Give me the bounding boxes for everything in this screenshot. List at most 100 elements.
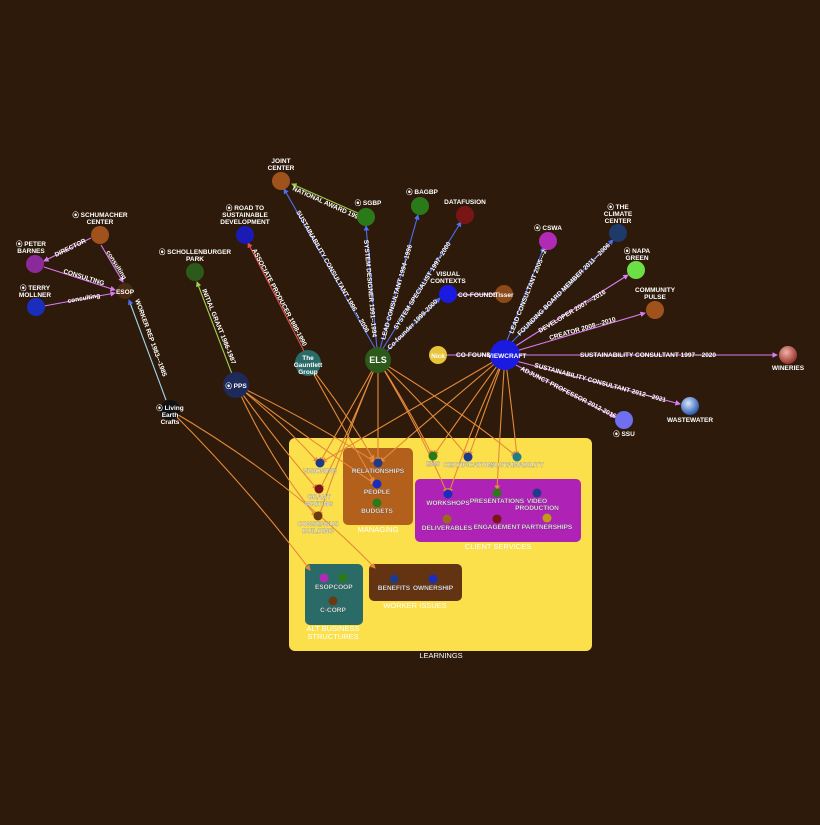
edge-viewcraft-workshops [447, 354, 506, 494]
label-consulting-vertical: consulting [104, 249, 127, 281]
label-sust-consultant-els: SUSTAINABILITY CONSULTANT 1996 --- 2006 [294, 210, 370, 335]
edge-pps-schollenburger [196, 281, 233, 375]
item-budgets[interactable]: BUDGETS [361, 498, 394, 516]
edge-gauntlett-road [247, 242, 306, 354]
edges-to-learnings [169, 354, 520, 571]
item-ownership[interactable]: OWNERSHIP [413, 574, 454, 593]
svg-text:BUDGETS: BUDGETS [361, 508, 393, 515]
edge-gauntlett-relationships [307, 363, 375, 461]
svg-text:VIDEO: VIDEO [527, 498, 547, 505]
edge-sgbp-joint-center [291, 183, 361, 215]
item-certification[interactable]: CERTIFICATION [443, 452, 493, 470]
item-presentations[interactable]: PRESENTATIONS [470, 488, 525, 506]
svg-text:BARNES: BARNES [17, 248, 45, 255]
item-ems[interactable]: EMS [426, 451, 441, 469]
svg-text:OWNERSHIP: OWNERSHIP [413, 585, 454, 592]
node-datafusion[interactable]: DATAFUSION [444, 199, 486, 224]
edges-relationships [43, 183, 778, 418]
edge-viewcraft-climate [509, 239, 614, 345]
item-benefits[interactable]: BENEFITS [378, 574, 411, 593]
node-sgbp[interactable]: ⦿ SGBP [355, 198, 382, 226]
item-coop[interactable]: COOP [333, 573, 353, 592]
node-bagbp[interactable]: ⦿ BAGBP [406, 187, 439, 215]
item-people[interactable]: PEOPLE [364, 479, 391, 497]
svg-text:⦿ PETER: ⦿ PETER [16, 239, 46, 248]
node-viewcraft[interactable]: VIEWCRAFT [488, 340, 527, 370]
svg-text:⦿ THE: ⦿ THE [607, 202, 629, 211]
svg-text:Earth: Earth [162, 412, 179, 419]
item-workshops[interactable]: WORKSHOPS [426, 489, 471, 508]
svg-text:SUSTAINABILITY: SUSTAINABILITY [490, 462, 544, 469]
edge-pps-relationships [235, 384, 376, 463]
item-c-corp[interactable]: C-CORP [320, 596, 347, 615]
svg-text:Gauntlett: Gauntlett [294, 362, 323, 369]
node-ssu[interactable]: ⦿ SSU [613, 411, 635, 438]
svg-text:Nick: Nick [431, 353, 445, 360]
svg-text:CENTER: CENTER [268, 165, 295, 172]
edge-visual-contexts-tisser [454, 293, 496, 296]
svg-text:⦿ ROAD TO: ⦿ ROAD TO [226, 203, 264, 212]
node-nick[interactable]: Nick [429, 346, 447, 364]
edge-pps-grant [235, 384, 318, 490]
label-consulting-lower: consulting [67, 292, 101, 305]
edge-els-sustainability [377, 359, 517, 457]
node-tisser[interactable]: Tisser [494, 285, 514, 303]
label-sust-consultant-wineries: SUSTAINABILITY CONSULTANT 1997---2020 [580, 352, 716, 359]
svg-text:WORKSHOPS: WORKSHOPS [426, 500, 470, 507]
edge-peter-esop [43, 266, 116, 292]
svg-text:Tisser: Tisser [494, 292, 514, 299]
edge-viewcraft-napa [513, 274, 629, 348]
edge-els-datafusion [381, 221, 462, 351]
svg-text:⦿ PPS: ⦿ PPS [225, 381, 247, 390]
label-co-founder-tisser: CO-FOUNDER [458, 292, 502, 299]
node-wastewater[interactable]: WASTEWATER [667, 397, 713, 424]
svg-text:RELATIONSHIPS: RELATIONSHIPS [352, 468, 405, 475]
item-engagement[interactable]: ENGAGEMENT [474, 514, 521, 532]
item-esop[interactable]: ESOP [315, 573, 334, 592]
item-sustainability[interactable]: SUSTAINABILITY [490, 452, 545, 470]
svg-text:VISUAL: VISUAL [436, 271, 460, 278]
edge-living-earth-altbiz [169, 409, 311, 571]
worker-issues-group: WORKER ISSUES [369, 564, 462, 610]
svg-text:CONSENSUS: CONSENSUS [297, 521, 339, 528]
svg-text:⦿ SCHOLLENBURGER: ⦿ SCHOLLENBURGER [159, 247, 232, 256]
edge-viewcraft-cswa [505, 246, 545, 344]
item-relationships[interactable]: RELATIONSHIPS [352, 458, 405, 476]
svg-text:The: The [302, 355, 314, 362]
item-partnerships[interactable]: PARTNERSHIPS [522, 513, 573, 532]
svg-text:Group: Group [298, 369, 318, 376]
edge-terry-esop [43, 291, 116, 307]
svg-text:GRANT: GRANT [307, 494, 330, 501]
node-esop[interactable]: ESOP [116, 283, 135, 299]
edge-els-visual-contexts [385, 297, 441, 353]
svg-text:ESOP: ESOP [116, 289, 135, 296]
node-els[interactable]: ELS [365, 347, 391, 373]
node-pps[interactable]: ⦿ PPS [223, 372, 249, 398]
item-visioning[interactable]: VISIONING [303, 458, 337, 476]
node-cswa[interactable]: ⦿ CSWA [534, 223, 562, 250]
node-wineries[interactable]: WINERIES [772, 346, 805, 372]
item-deliverables[interactable]: DELIVERABLES [422, 514, 473, 533]
svg-text:DELIVERABLES: DELIVERABLES [422, 525, 473, 532]
svg-text:GREEN: GREEN [625, 255, 648, 262]
label-associate-producer: ASSOCIATE PRODUCER 1988-1990 [250, 248, 308, 348]
learnings-label: LEARNINGS [419, 651, 462, 660]
svg-text:CENTER: CENTER [605, 218, 632, 225]
